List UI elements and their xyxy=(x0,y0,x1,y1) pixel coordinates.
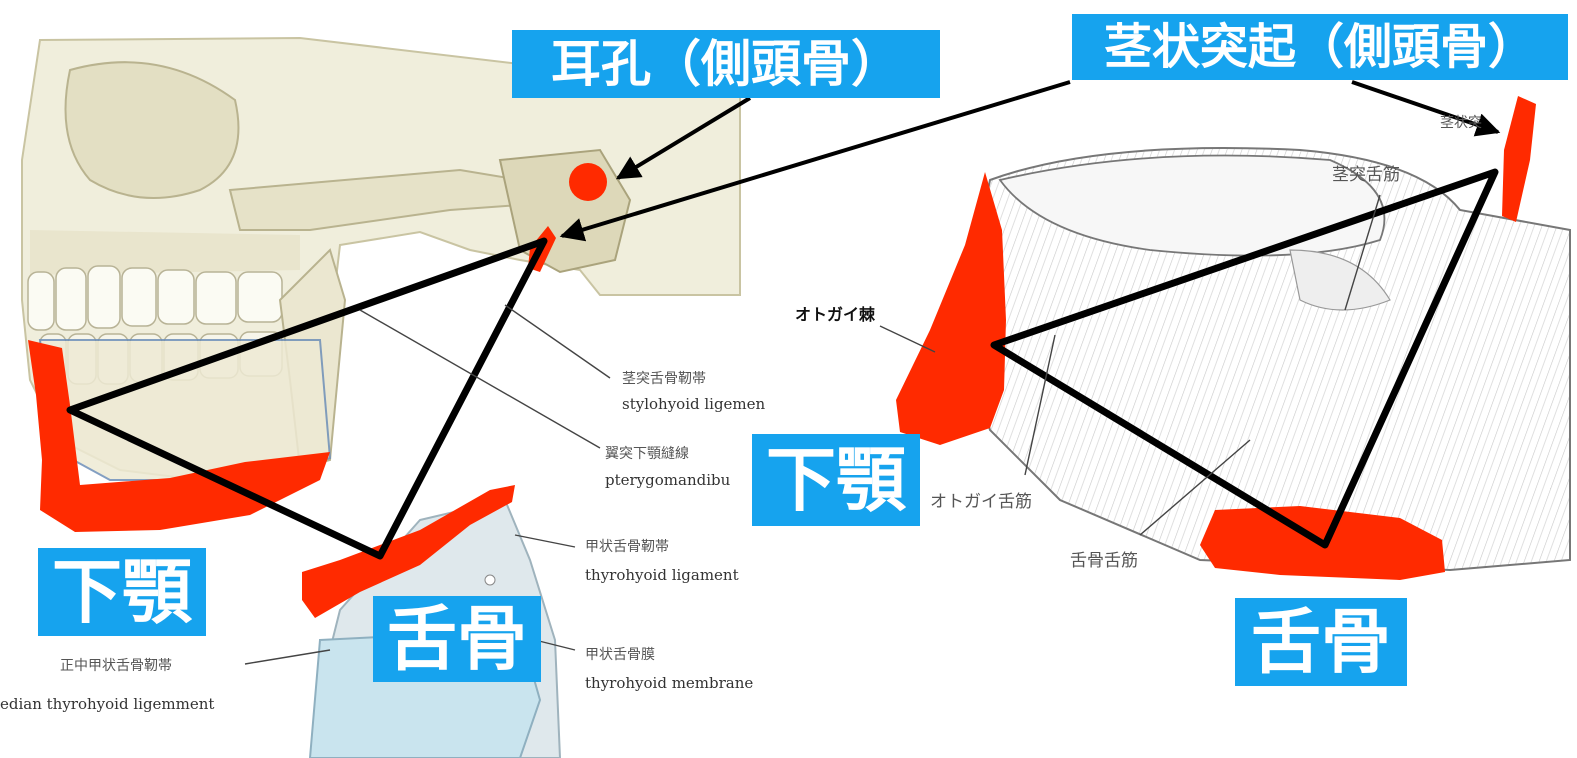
ear-hole-label: 耳孔（側頭骨） xyxy=(512,30,940,98)
arrows xyxy=(559,80,1501,242)
pterygomandibular-label-en: pterygomandibu xyxy=(605,471,731,489)
pterygomandibular-label-jp: 翼突下顎縫線 xyxy=(605,446,689,462)
triangle-left xyxy=(66,237,548,560)
median-thyrohyoid-label-en: edian thyrohyoid ligemment xyxy=(0,695,215,713)
thyrohyoid-membrane-label-jp: 甲状舌骨膜 xyxy=(585,647,655,663)
thyrohyoid-ligament-label-jp: 甲状舌骨靭帯 xyxy=(585,539,669,555)
stylohyoid-label-en: stylohyoid ligemen xyxy=(622,395,766,413)
median-thyrohyoid-label-jp: 正中甲状舌骨靭帯 xyxy=(60,658,172,674)
thyrohyoid-ligament-label-en: thyrohyoid ligament xyxy=(585,566,739,584)
hyoid-label-right: 舌骨 xyxy=(1235,598,1407,686)
styloid-mark-right xyxy=(1502,96,1536,222)
styloid-small-label: 茎状突 xyxy=(1440,115,1482,131)
stylohyoid-label-jp: 茎突舌骨靭帯 xyxy=(622,371,706,387)
mandible-label-right: 下顎 xyxy=(752,434,920,526)
muscle-illustration xyxy=(958,147,1571,572)
leader-lines xyxy=(244,194,1381,665)
hyoid-label-left: 舌骨 xyxy=(373,596,541,682)
mandible-mark-left xyxy=(28,340,330,532)
ear-arrow xyxy=(615,96,752,180)
triangle-right xyxy=(990,168,1499,549)
styloid-arrow-right xyxy=(1351,80,1501,137)
mandible-mark-right xyxy=(896,172,1006,445)
triangles xyxy=(66,168,1499,560)
styloid-arrow-left xyxy=(559,80,1071,242)
mental-spine-label: オトガイ棘 xyxy=(795,305,876,324)
skull-illustration xyxy=(21,36,741,482)
styloglossus-label: 茎突舌筋 xyxy=(1332,165,1400,185)
hyoid-mark-left xyxy=(302,485,515,618)
mandible-label-left: 下顎 xyxy=(38,548,206,636)
thyrohyoid-membrane-label-en: thyrohyoid membrane xyxy=(585,674,754,692)
styloid-process-label: 茎状突起（側頭骨） xyxy=(1072,14,1568,80)
ear-hole-mark xyxy=(569,163,607,201)
hyoglossus-label: 舌骨舌筋 xyxy=(1070,551,1138,571)
genioglossus-label: オトガイ舌筋 xyxy=(930,492,1032,512)
